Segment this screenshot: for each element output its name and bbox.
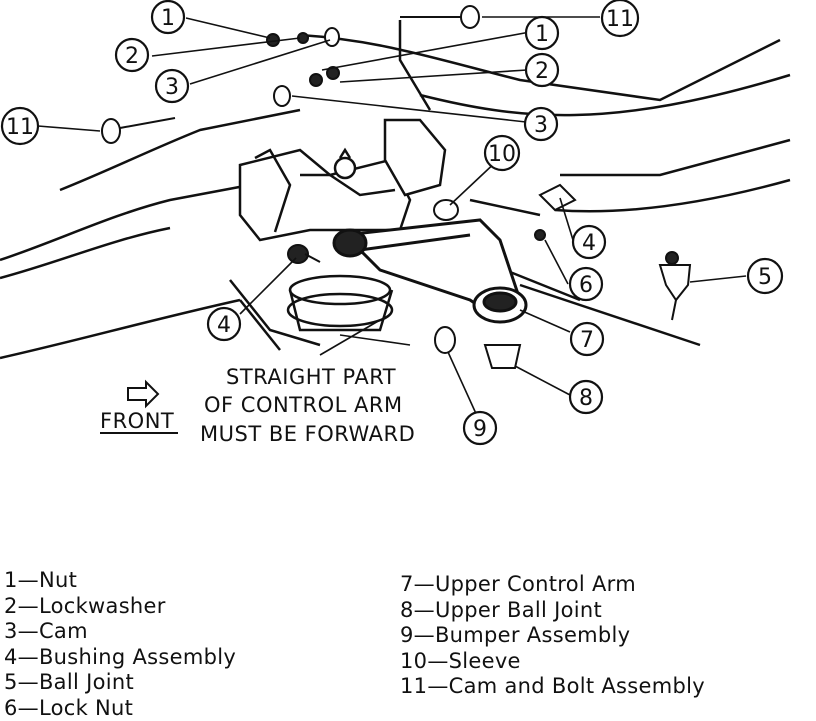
svg-text:3: 3 — [534, 113, 548, 138]
callout-3-top-left: 3 — [156, 70, 188, 102]
note-line-1: STRAIGHT PART — [226, 365, 396, 389]
front-arrow-icon — [128, 382, 158, 406]
svg-text:8: 8 — [579, 386, 593, 411]
svg-text:11: 11 — [6, 115, 34, 140]
svg-text:2: 2 — [535, 59, 549, 84]
callout-11-left: 11 — [2, 108, 38, 144]
callout-1-right: 1 — [526, 17, 558, 49]
callout-2-right: 2 — [526, 54, 558, 86]
svg-text:5: 5 — [758, 265, 772, 290]
svg-text:1: 1 — [161, 6, 175, 31]
legend-item: 3—Cam — [4, 619, 236, 645]
svg-text:10: 10 — [488, 142, 516, 167]
callout-1-top-left: 1 — [152, 1, 184, 33]
svg-text:4: 4 — [582, 231, 596, 256]
callout-9: 9 — [464, 412, 496, 444]
svg-text:11: 11 — [606, 7, 634, 32]
callout-10: 10 — [485, 136, 519, 170]
svg-text:1: 1 — [535, 22, 549, 47]
mounting-bracket — [240, 120, 445, 240]
svg-text:6: 6 — [579, 273, 593, 298]
legend-right: 7—Upper Control Arm 8—Upper Ball Joint 9… — [400, 572, 705, 700]
callout-5: 5 — [748, 259, 782, 293]
callout-4-left: 4 — [208, 308, 240, 340]
legend-item: 8—Upper Ball Joint — [400, 598, 705, 624]
note-line-2: OF CONTROL ARM — [204, 393, 403, 417]
callout-7: 7 — [571, 323, 603, 355]
svg-text:3: 3 — [165, 75, 179, 100]
callout-3-right: 3 — [525, 108, 557, 140]
legend-item: 1—Nut — [4, 568, 236, 594]
legend-item: 7—Upper Control Arm — [400, 572, 705, 598]
legend-item: 2—Lockwasher — [4, 594, 236, 620]
callout-6: 6 — [570, 268, 602, 300]
legend-item: 4—Bushing Assembly — [4, 645, 236, 671]
svg-text:2: 2 — [125, 44, 139, 69]
note-line-3: MUST BE FORWARD — [200, 422, 415, 446]
callout-8: 8 — [570, 381, 602, 413]
callout-11-top-right: 11 — [602, 0, 638, 36]
upper-control-arm — [334, 220, 526, 322]
svg-text:7: 7 — [580, 328, 594, 353]
callout-4-right: 4 — [573, 226, 605, 258]
legend-item: 9—Bumper Assembly — [400, 623, 705, 649]
svg-text:4: 4 — [217, 313, 231, 338]
legend-left: 1—Nut 2—Lockwasher 3—Cam 4—Bushing Assem… — [4, 568, 236, 721]
legend-item: 11—Cam and Bolt Assembly — [400, 674, 705, 700]
callout-2-top-left: 2 — [116, 39, 148, 71]
legend-item: 5—Ball Joint — [4, 670, 236, 696]
front-label: FRONT — [100, 409, 174, 433]
legend-item: 6—Lock Nut — [4, 696, 236, 721]
svg-text:9: 9 — [473, 417, 487, 442]
legend-item: 10—Sleeve — [400, 649, 705, 675]
